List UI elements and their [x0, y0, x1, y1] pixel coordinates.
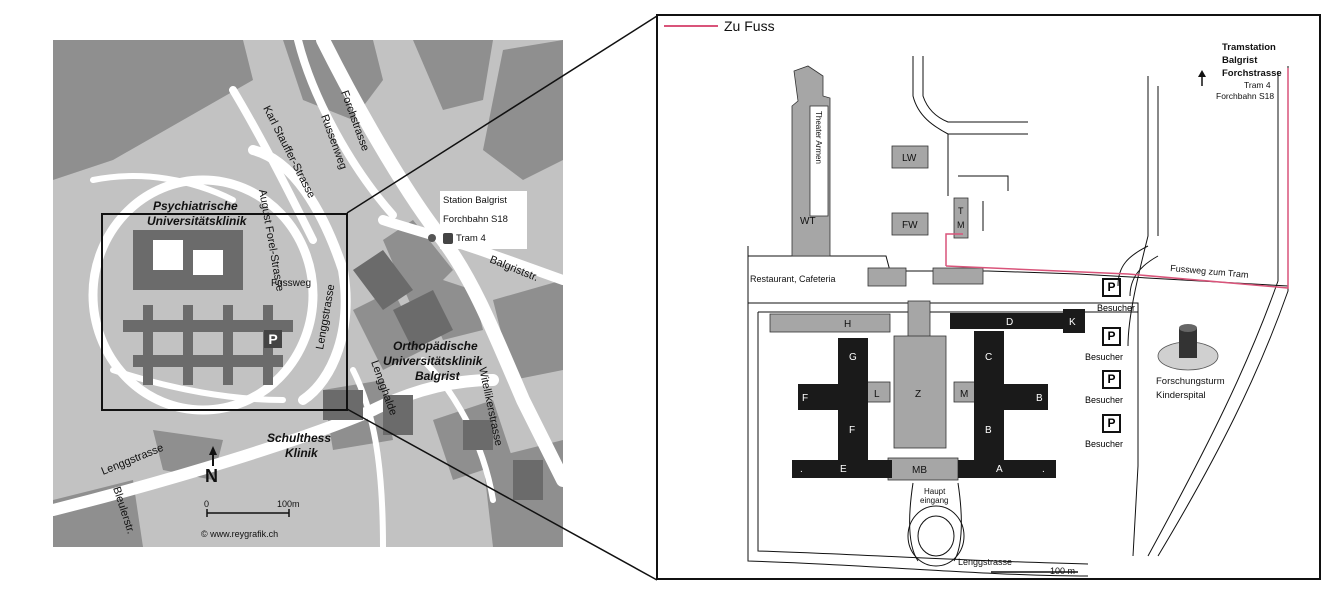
building-t: T [958, 206, 964, 216]
tram-icon [443, 233, 453, 244]
building-c: C [985, 352, 992, 363]
overview-parking-badge: P [264, 330, 282, 348]
parking-visitor-2: P Besucher [1085, 327, 1151, 362]
building-g: G [849, 352, 857, 363]
building-b: B [985, 425, 992, 436]
label-restaurant: Restaurant, Cafeteria [750, 274, 836, 284]
grey-buildings [769, 65, 984, 481]
detail-map[interactable]: Zu Fuss [656, 14, 1321, 580]
tram-line-1: Tramstation [1222, 42, 1276, 53]
station-label: Station Balgrist Forchbahn S18 Tram 4 [440, 191, 527, 249]
building-m-top: M [957, 220, 965, 230]
label-orthopaedische-2: Universitätsklinik [383, 354, 484, 368]
detail-map-svg: Zu Fuss [664, 18, 1289, 577]
station-line-3-row: Tram 4 [443, 229, 527, 248]
label-schulthess-1: Schulthess [267, 431, 331, 445]
parking-label-1: Besucher [1097, 303, 1136, 313]
orthopaedic-buildings [323, 250, 543, 500]
psychiatric-courtyard [153, 240, 223, 275]
station-line-2: Forchbahn S18 [443, 214, 508, 225]
label-haupteingang-2: eingang [920, 496, 948, 505]
label-orthopaedische-1: Orthopädische [393, 339, 478, 353]
building-f: F [849, 425, 855, 436]
legend-label: Zu Fuss [724, 18, 775, 34]
tram-line-3: Forchstrasse [1222, 68, 1282, 79]
parking-symbol-4: P [1102, 414, 1121, 433]
label-north: N [205, 466, 218, 486]
label-fussweg-zum-tram: Fussweg zum Tram [1170, 263, 1249, 280]
tram-line-5: Forchbahn S18 [1216, 91, 1274, 101]
building-lw: LW [902, 153, 917, 164]
north-arrow-head-icon [209, 446, 217, 455]
entrance-roundabout [907, 505, 965, 567]
label-detail-scale: 100 m [1050, 566, 1075, 576]
credit: © www.reygrafik.ch [201, 529, 278, 539]
parking-symbol-3: P [1102, 370, 1121, 389]
building-dot-right: . [1042, 464, 1045, 475]
label-lenggstrasse: Lenggstrasse [958, 557, 1012, 567]
building-m: M [960, 389, 968, 400]
building-z: Z [915, 389, 921, 400]
theater-building [809, 105, 829, 217]
label-haupteingang-1: Haupt [924, 487, 946, 496]
label-psychiatrische-1: Psychiatrische [153, 199, 238, 213]
parking-visitor-1: P Besucher [1097, 278, 1151, 313]
building-h: H [844, 319, 851, 330]
tram-line-2: Balgrist [1222, 55, 1258, 66]
parking-visitor-3: P Besucher [1085, 370, 1151, 405]
building-theater: Theater Armen [814, 111, 823, 164]
label-fussweg: Fussweg [271, 278, 311, 289]
station-line-3: Tram 4 [456, 233, 486, 244]
inset-frame [101, 213, 348, 411]
scale-start-label: 0 [204, 499, 209, 509]
label-forschungsturm-2: Kinderspital [1156, 390, 1206, 401]
parking-symbol-1: P [1102, 278, 1121, 297]
building-a: A [996, 464, 1003, 475]
parking-symbol-2: P [1102, 327, 1121, 346]
detail-roads [747, 56, 1289, 577]
building-l: L [874, 389, 880, 400]
footpath-segment-2 [945, 68, 1289, 289]
building-f-left: F [802, 393, 808, 404]
building-fw: FW [902, 220, 918, 231]
parking-visitor-4: P Besucher [1085, 414, 1151, 449]
building-e: E [840, 464, 847, 475]
tram-stop-dot [428, 234, 436, 242]
label-psychiatrische-2: Universitätsklinik [147, 214, 248, 228]
building-mb: MB [912, 465, 927, 476]
forschungsturm-icon [1179, 328, 1197, 358]
building-b-right: B [1036, 393, 1043, 404]
building-wt: WT [800, 216, 816, 227]
footpath-segment-1 [945, 233, 963, 266]
parking-label-2: Besucher [1085, 352, 1124, 362]
dark-buildings [792, 309, 1085, 478]
tram-line-4: Tram 4 [1244, 80, 1271, 90]
label-orthopaedische-3: Balgrist [415, 369, 461, 383]
label-forschungsturm-1: Forschungsturm [1156, 376, 1225, 387]
parking-label-3: Besucher [1085, 395, 1124, 405]
building-k: K [1069, 317, 1076, 328]
label-schulthess-2: Klinik [285, 446, 319, 460]
station-line-1: Station Balgrist [443, 195, 507, 206]
building-dot-left: . [800, 464, 803, 475]
scale-end-label: 100m [277, 499, 300, 509]
building-d: D [1006, 317, 1013, 328]
parking-label-4: Besucher [1085, 439, 1124, 449]
